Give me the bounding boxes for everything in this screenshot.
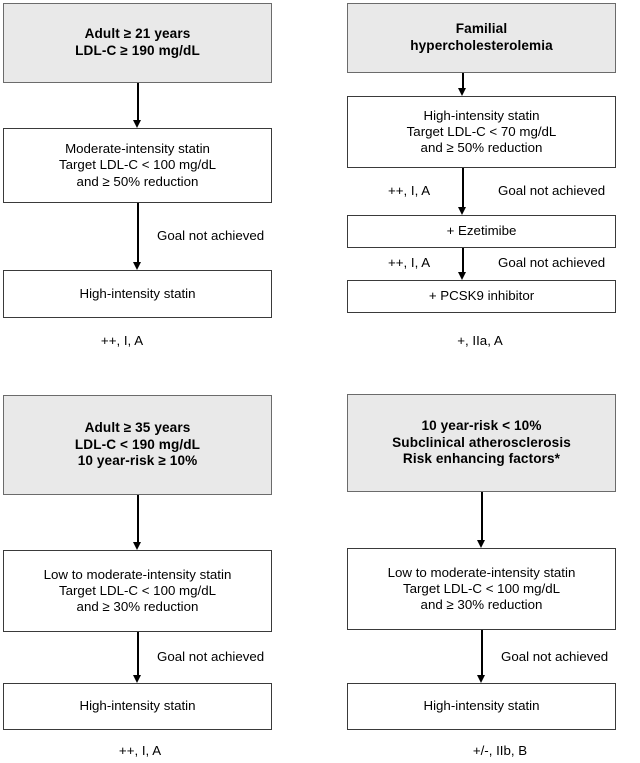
arrow-br-1	[477, 492, 486, 548]
node-line: + PCSK9 inhibitor	[428, 288, 535, 304]
node-line: Target LDL-C < 100 mg/dL	[58, 157, 217, 173]
node-line: High-intensity statin	[423, 698, 540, 714]
node-line: LDL-C ≥ 190 mg/dL	[75, 43, 200, 58]
arrow-tr-3	[458, 248, 467, 280]
node-line: and ≥ 50% reduction	[420, 140, 543, 156]
node-ezetimibe: + Ezetimibe	[347, 215, 616, 248]
edge-label-grade-tr-2: ++, I, A	[388, 255, 431, 270]
edge-label-goal-not-achieved-br: Goal not achieved	[501, 649, 609, 664]
arrow-br-2	[477, 630, 486, 683]
arrow-tr-1	[458, 73, 467, 96]
node-line: High-intensity statin	[79, 285, 196, 301]
node-10-year-risk: 10 year-risk < 10% Subclinical atheroscl…	[347, 394, 616, 492]
node-line: Adult ≥ 21 years	[84, 26, 191, 42]
arrow-tl-2	[133, 203, 142, 270]
grade-label-bottom-left: ++, I, A	[118, 743, 162, 758]
node-line: 10 year-risk ≥ 10%	[77, 453, 198, 469]
node-line: Low to moderate-intensity statin	[387, 564, 576, 580]
edge-label-goal-not-achieved-tl: Goal not achieved	[157, 228, 265, 243]
node-line: High-intensity statin	[423, 107, 540, 123]
node-pcsk9-inhibitor: + PCSK9 inhibitor	[347, 280, 616, 313]
arrow-tl-1	[133, 83, 142, 128]
node-high-intensity-statin-br: High-intensity statin	[347, 683, 616, 730]
arrow-bl-2	[133, 632, 142, 683]
node-line: and ≥ 50% reduction	[76, 173, 199, 189]
node-low-moderate-statin-bl: Low to moderate-intensity statin Target …	[3, 550, 272, 632]
node-line: Adult ≥ 35 years	[84, 420, 191, 436]
node-line: Subclinical atherosclerosis	[392, 434, 571, 450]
edge-label-goal-not-achieved-bl: Goal not achieved	[157, 649, 265, 664]
node-line: Familial	[455, 21, 508, 37]
node-familial-hypercholesterolemia: Familial hypercholesterolemia	[347, 3, 616, 73]
node-line: Risk enhancing factors*	[402, 451, 561, 467]
node-high-intensity-statin-tl: High-intensity statin	[3, 270, 272, 318]
node-line: Target LDL-C < 100 mg/dL	[58, 582, 217, 598]
node-line: and ≥ 30% reduction	[76, 599, 199, 615]
edge-label-goal-not-achieved-tr-2: Goal not achieved	[498, 255, 606, 270]
node-line: Target LDL-C < 70 mg/dL	[406, 123, 557, 139]
node-low-moderate-statin-br: Low to moderate-intensity statin Target …	[347, 548, 616, 630]
node-line: Low to moderate-intensity statin	[43, 566, 232, 582]
arrow-bl-1	[133, 495, 142, 550]
node-line: and ≥ 30% reduction	[420, 597, 543, 613]
edge-label-goal-not-achieved-tr-1: Goal not achieved	[498, 183, 606, 198]
arrow-tr-2	[458, 168, 467, 215]
grade-label-top-left: ++, I, A	[100, 333, 144, 348]
node-line: Moderate-intensity statin	[65, 141, 210, 157]
node-line: + Ezetimibe	[446, 223, 517, 239]
node-adult-35-years: Adult ≥ 35 years LDL-C < 190 mg/dL 10 ye…	[3, 395, 272, 495]
node-moderate-intensity-statin: Moderate-intensity statin Target LDL-C <…	[3, 128, 272, 203]
node-line: 10 year-risk < 10%	[421, 418, 542, 434]
grade-label-top-right: +, IIa, A	[457, 333, 503, 348]
node-high-intensity-statin-fh: High-intensity statin Target LDL-C < 70 …	[347, 96, 616, 168]
node-line: hypercholesterolemia	[410, 38, 553, 53]
node-line: High-intensity statin	[79, 698, 196, 714]
node-adult-21-years: Adult ≥ 21 years LDL-C ≥ 190 mg/dL	[3, 3, 272, 83]
edge-label-grade-tr-1: ++, I, A	[388, 183, 431, 198]
grade-label-bottom-right: +/-, IIb, B	[472, 743, 528, 758]
node-line: LDL-C < 190 mg/dL	[74, 436, 201, 452]
node-line: Target LDL-C < 100 mg/dL	[402, 580, 561, 596]
node-high-intensity-statin-bl: High-intensity statin	[3, 683, 272, 730]
